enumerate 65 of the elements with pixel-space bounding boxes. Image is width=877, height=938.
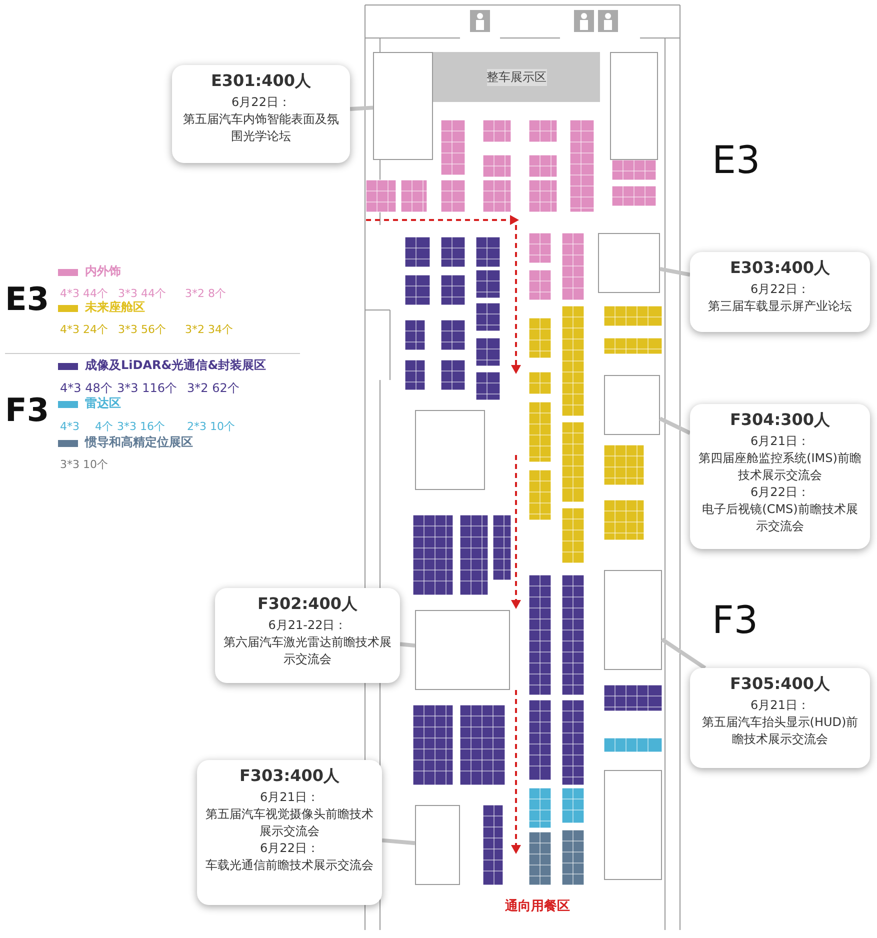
legend-label: 内外饰 [85,263,121,280]
booth-count: 2*3 10个 [187,421,235,434]
booth-count: 4*3 48个 [60,382,112,396]
event-name: 第三届车载显示屏产业论坛 [707,298,853,315]
event-name: 第五届汽车内饰智能表面及氛围光学论坛 [182,111,340,145]
booth-count: 4*3 [60,421,80,434]
date-text: 6月22日： [750,484,810,501]
booth-count: 3*3 44个 [118,288,166,300]
direction-note: 通向用餐区 [505,900,570,914]
event-name: 第五届汽车抬头显示(HUD)前瞻技术展示交流会 [700,714,860,748]
leader-line [659,416,691,435]
leader-line [400,642,416,648]
callout-bubble [197,760,382,905]
leader-line [350,106,374,111]
legend-label: 雷达区 [85,395,121,412]
event-name: 第五届汽车视觉摄像头前瞻技术展示交流会 [205,806,374,840]
callout-bubble [690,668,870,768]
room-title: F302:400人 [256,594,359,615]
event-name: 第四届座舱监控系统(IMS)前瞻技术展示交流会 [698,450,862,484]
area-label: 整车展示区 [486,68,546,86]
booth-count: 3*3 16个 [117,421,165,434]
legend-label: 成像及LiDAR&光通信&封装展区 [85,357,266,374]
leader-line [660,638,706,670]
event-name: 电子后视镜(CMS)前瞻技术展示交流会 [701,501,859,535]
room-outline [610,52,658,160]
room-title: E303:400人 [728,258,832,279]
event-name: 车载光通信前瞻技术展示交流会 [205,857,374,874]
leader-line [382,838,416,846]
date-text: 6月22日： [230,94,292,111]
booth-count: 3*3 116个 [117,382,177,396]
booth-count: 4*3 24个 [60,324,108,336]
room-outline [415,805,460,885]
callout-bubble [690,252,870,332]
callout-bubble [690,404,870,549]
leader-line [660,267,690,277]
callout-bubble [172,65,350,163]
room-title: E301:400人 [210,71,312,92]
booth-count: 3*3 56个 [118,324,166,336]
room-outline [604,770,662,880]
booth-count: 3*2 8个 [185,288,226,300]
room-outline [598,233,660,293]
room-outline [604,375,660,435]
room-title: F303:400人 [238,766,341,787]
exhibition-area [433,52,600,102]
room-outline [604,570,662,670]
callout-bubble [215,588,400,683]
room-title: F305:400人 [728,674,832,695]
booth-count: 3*2 62个 [187,382,240,396]
legend-label: 未来座舱区 [85,299,145,316]
date-text: 6月21日： [750,433,810,450]
booth-count: 3*3 10个 [60,459,108,472]
date-text: 6月22日： [259,840,320,857]
legend-label: 惯导和高精定位展区 [85,434,193,451]
room-outline [415,410,485,490]
booth-count: 3*2 34个 [185,324,233,336]
room-outline [415,610,510,690]
room-title: F304:300人 [728,410,832,431]
date-text: 6月21日： [750,697,810,714]
date-text: 6月22日： [750,281,810,298]
booth-count: 4*3 44个 [60,288,108,300]
date-text: 6月21-22日： [267,617,348,634]
event-name: 第六届汽车激光雷达前瞻技术展示交流会 [223,634,392,668]
date-text: 6月21日： [259,789,320,806]
booth-count: 4个 [95,421,113,434]
room-outline [373,52,433,160]
